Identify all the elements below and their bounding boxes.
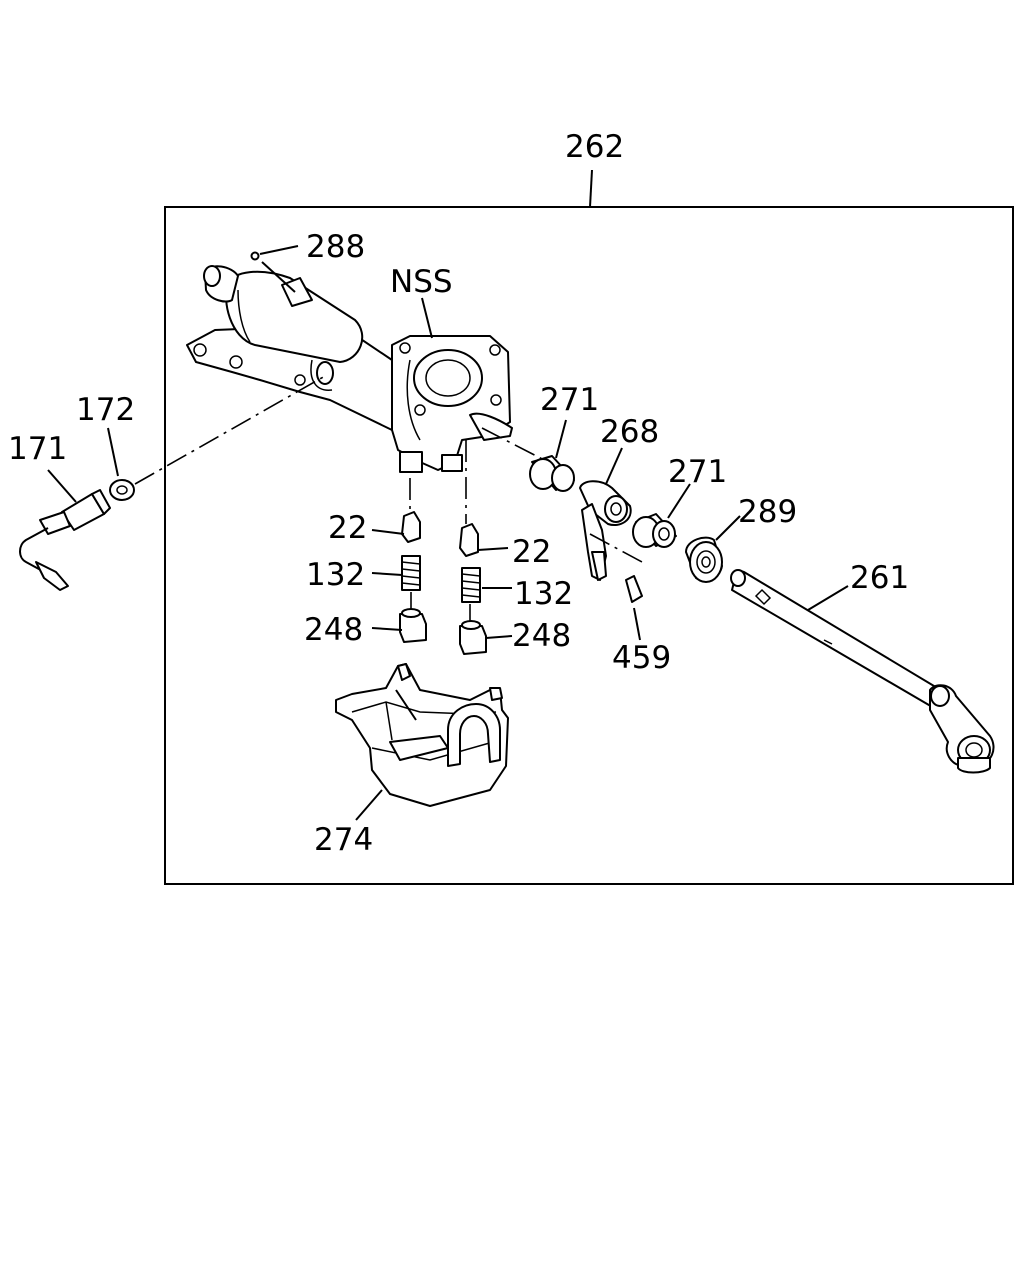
label-271-lower: 271 [668,454,727,490]
washer-172[interactable] [109,479,135,501]
cover-274[interactable] [335,663,509,807]
label-171: 171 [8,431,67,467]
leader-289 [715,515,741,541]
centerline-shaft [481,427,549,463]
label-132-right: 132 [514,576,573,612]
label-274: 274 [314,822,373,858]
centerline-switch [134,375,326,485]
plug-248-left[interactable] [399,608,427,643]
roll-pin-459[interactable] [625,575,643,603]
leader-132-left [371,572,403,576]
leader-22-left [371,529,405,535]
switch-171[interactable] [19,489,111,591]
leader-172 [107,427,119,477]
plug-248-right[interactable] [459,620,487,655]
bushing-271-upper[interactable] [529,455,575,492]
spring-132-right[interactable] [461,567,481,603]
leader-274 [355,789,383,821]
pin-288[interactable] [250,251,296,293]
assembly-frame [164,206,1014,885]
housing[interactable] [186,265,513,473]
detent-22-right[interactable] [459,523,479,557]
centerline-lever [589,533,643,563]
label-288: 288 [306,229,365,265]
label-248-right: 248 [512,618,571,654]
leader-459 [633,607,641,641]
leader-171 [47,469,77,503]
spring-132-left[interactable] [401,555,421,591]
label-22-right: 22 [512,534,551,570]
leader-nss [421,297,433,339]
bearing-289[interactable] [685,536,723,583]
label-132-left: 132 [306,557,365,593]
label-268: 268 [600,414,659,450]
leader-261 [807,585,849,611]
shaft-261[interactable] [730,569,995,774]
leader-262 [589,169,593,208]
leader-274-inner [395,689,417,721]
leader-248-left [371,627,403,631]
leader-248-right [485,635,513,639]
leader-288 [259,245,299,255]
leader-271-lower [667,483,691,519]
label-172: 172 [76,392,135,428]
bushing-271-lower[interactable] [632,513,677,548]
label-271-upper: 271 [540,382,599,418]
leader-22-right [477,547,509,551]
label-262: 262 [565,129,624,165]
label-nss: NSS [390,264,453,300]
label-289: 289 [738,494,797,530]
label-459: 459 [612,640,671,676]
leader-271-upper [555,419,567,459]
detent-22-left[interactable] [401,511,421,543]
label-248-left: 248 [304,612,363,648]
label-261: 261 [850,560,909,596]
label-22-left: 22 [328,510,367,546]
lever-268[interactable] [579,480,632,581]
leader-268 [605,447,623,485]
